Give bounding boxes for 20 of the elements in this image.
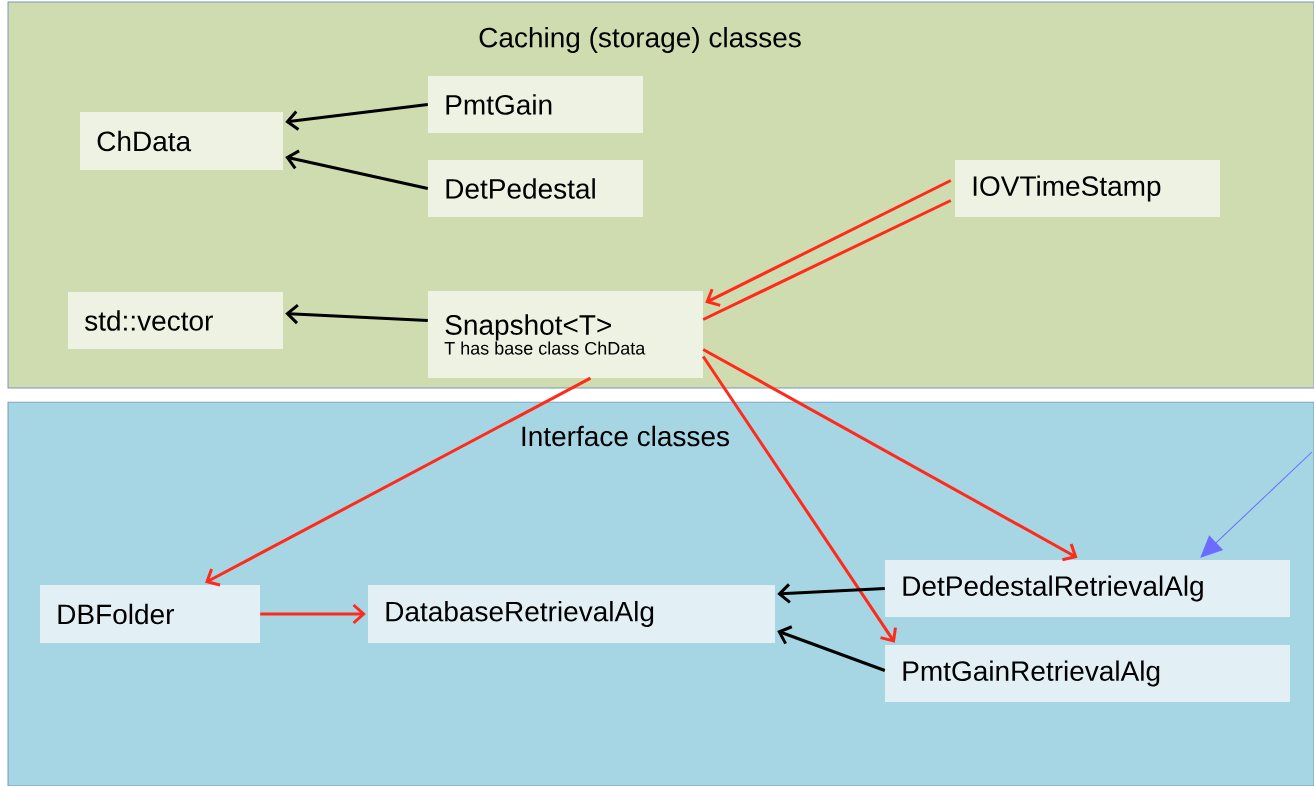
class-box: DetPedestal — [428, 160, 643, 217]
class-box: ChData — [80, 112, 283, 170]
arrow — [777, 625, 886, 672]
class-box: DetPedestalRetrievalAlg — [885, 560, 1290, 617]
class-box: std::vector — [68, 292, 283, 349]
arrow — [285, 103, 428, 131]
class-box: DBFolder — [40, 585, 260, 643]
arrow — [285, 303, 428, 325]
arrow — [701, 355, 897, 643]
class-box: PmtGain — [428, 76, 643, 133]
arrow — [702, 348, 1078, 562]
class-box: PmtGainRetrievalAlg — [885, 645, 1290, 702]
class-box: Snapshot<T> T has base class ChData — [428, 291, 703, 378]
arrow — [777, 583, 885, 604]
arrow — [260, 603, 366, 625]
arrow — [705, 179, 952, 307]
class-box: IOVTimeStamp — [955, 160, 1220, 217]
class-box: DatabaseRetrievalAlg — [368, 585, 775, 643]
arrow — [285, 149, 429, 190]
arrow — [1200, 451, 1313, 558]
